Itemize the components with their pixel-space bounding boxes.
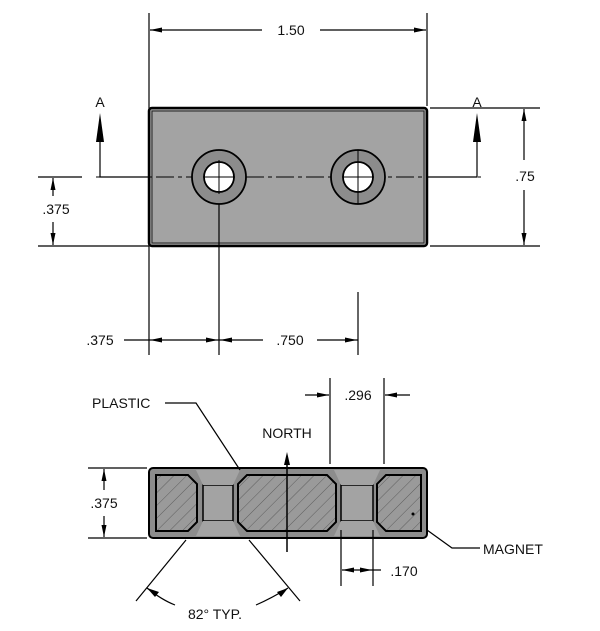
- magnet-dot: [411, 512, 415, 516]
- gap-fill: [196, 470, 240, 485]
- section-arrow-icon: [96, 113, 104, 142]
- first-hole-offset-label: .375: [86, 332, 113, 348]
- gap-fill: [196, 521, 240, 536]
- angle-extension-left: [135, 539, 187, 602]
- arrow-head: [150, 337, 162, 343]
- magnet-right: [376, 474, 422, 532]
- gap-right: [340, 484, 374, 522]
- section-letter-right: A: [472, 94, 482, 110]
- gap-fill: [334, 470, 380, 485]
- section-marker-left: A: [95, 94, 149, 178]
- magnet-left: [155, 474, 198, 532]
- section-arrow-icon: [473, 113, 481, 142]
- magnet-leader: [426, 529, 480, 549]
- arrow-head: [342, 567, 354, 573]
- thickness-label: .375: [90, 495, 117, 511]
- arrow-head: [101, 525, 107, 537]
- hole-center-height-label: .375: [42, 201, 69, 217]
- angle-label: 82° TYP.: [188, 606, 242, 622]
- angle-extension-right: [248, 539, 301, 602]
- magnet-width-label: .296: [344, 387, 371, 403]
- section-marker-right: A: [427, 94, 482, 178]
- arrow-head: [206, 337, 218, 343]
- arrow-head: [521, 109, 527, 121]
- arrow-head: [150, 27, 162, 33]
- plastic-label: PLASTIC: [92, 395, 150, 411]
- width-dimension-label: 1.50: [277, 22, 304, 38]
- hole-spacing-label: .750: [276, 332, 303, 348]
- plastic-leader: [165, 402, 241, 471]
- arrow-head: [50, 233, 56, 245]
- section-letter-left: A: [95, 94, 105, 110]
- north-label: NORTH: [262, 425, 312, 441]
- section-view: NORTH PLASTIC MAGNET .375 .296 .170: [88, 378, 543, 622]
- arrow-head: [317, 392, 329, 398]
- arrow-head: [147, 588, 159, 597]
- hole-right: [330, 149, 386, 205]
- arrow-head: [521, 233, 527, 245]
- arrow-head: [101, 469, 107, 481]
- gap-fill: [334, 521, 380, 536]
- arrow-head: [385, 392, 397, 398]
- hole-left: [191, 149, 247, 205]
- height-dimension-label: .75: [515, 168, 535, 184]
- top-view: 1.50 A A: [38, 13, 540, 355]
- gap-width-label: .170: [390, 563, 417, 579]
- arrow-head: [414, 27, 426, 33]
- arrow-head: [277, 588, 288, 597]
- arrow-head: [220, 337, 232, 343]
- magnet-label: MAGNET: [483, 541, 543, 557]
- north-arrow-icon: [284, 452, 290, 465]
- arrow-head: [50, 178, 56, 190]
- arrow-head: [360, 567, 372, 573]
- arrow-head: [345, 337, 357, 343]
- gap-left: [202, 484, 234, 522]
